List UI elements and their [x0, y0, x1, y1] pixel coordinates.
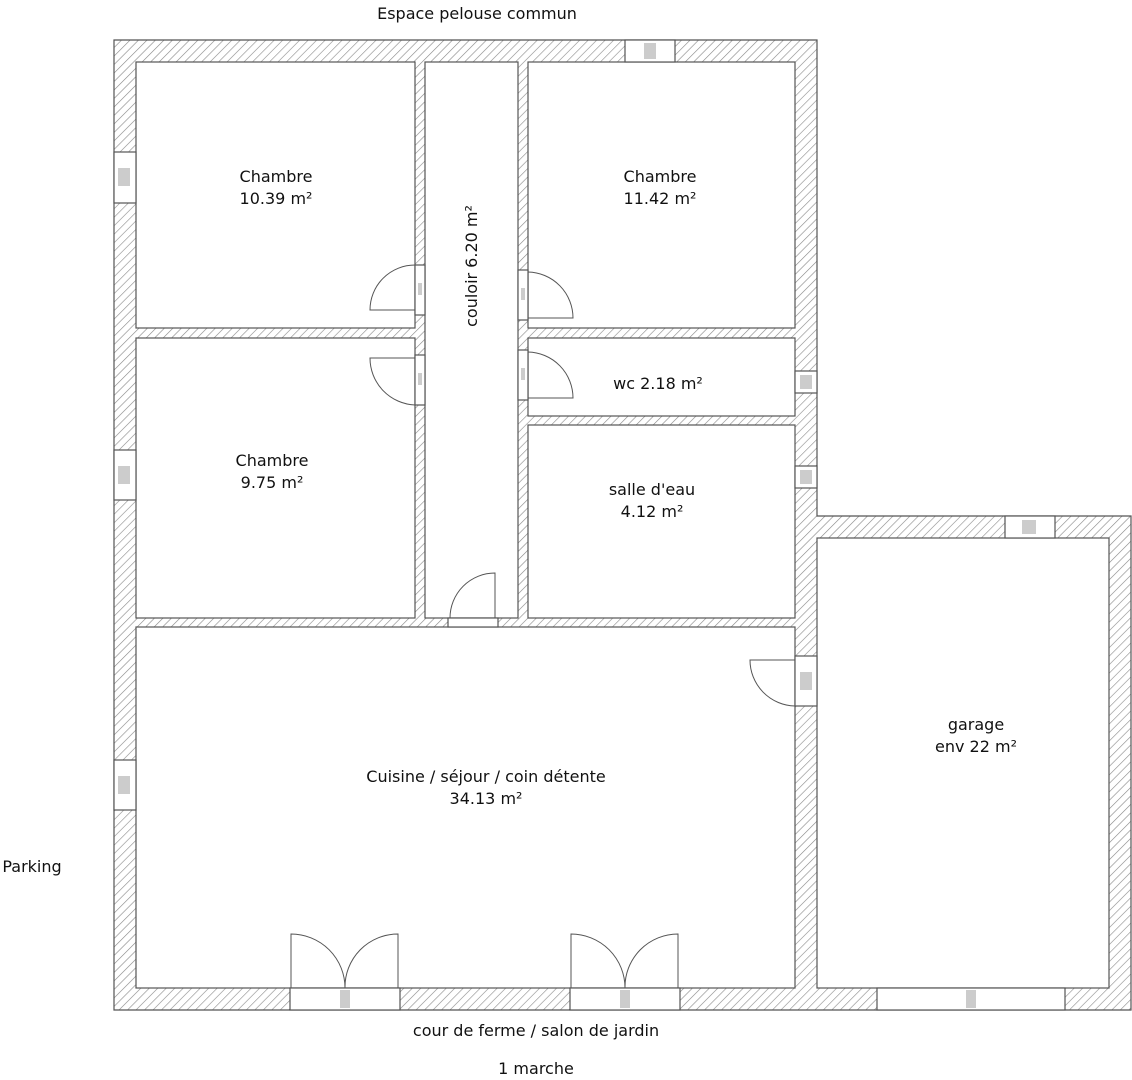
glass-marks: [118, 43, 1036, 1008]
french-door-1: [290, 933, 399, 989]
label-top: Espace pelouse commun: [377, 4, 577, 23]
room-chambre-1: [135, 61, 416, 329]
room-label: couloir 6.20 m²: [462, 205, 481, 327]
door-chambre-2: [527, 271, 574, 319]
door-swings: [290, 264, 796, 989]
french-door-2: [570, 933, 679, 989]
door-couloir: [449, 572, 496, 619]
label-bottom-note: 1 marche: [498, 1059, 574, 1078]
door-cuisine-garage: [749, 659, 796, 707]
room-label: wc 2.18 m²: [613, 374, 703, 393]
rooms: [135, 61, 1110, 989]
label-bottom: cour de ferme / salon de jardin: [412, 1021, 660, 1040]
room-salle-eau: [527, 424, 796, 619]
door-opening: [447, 617, 499, 628]
room-couloir: [424, 61, 519, 619]
room-chambre-2: [527, 61, 796, 329]
door-chambre-3: [369, 357, 416, 406]
door-wc: [527, 351, 574, 399]
room-chambre-3: [135, 337, 416, 619]
room-garage: [816, 537, 1110, 989]
room-cuisine: [135, 626, 796, 989]
door-chambre-1: [369, 264, 416, 311]
label-left: Parking: [2, 857, 62, 876]
